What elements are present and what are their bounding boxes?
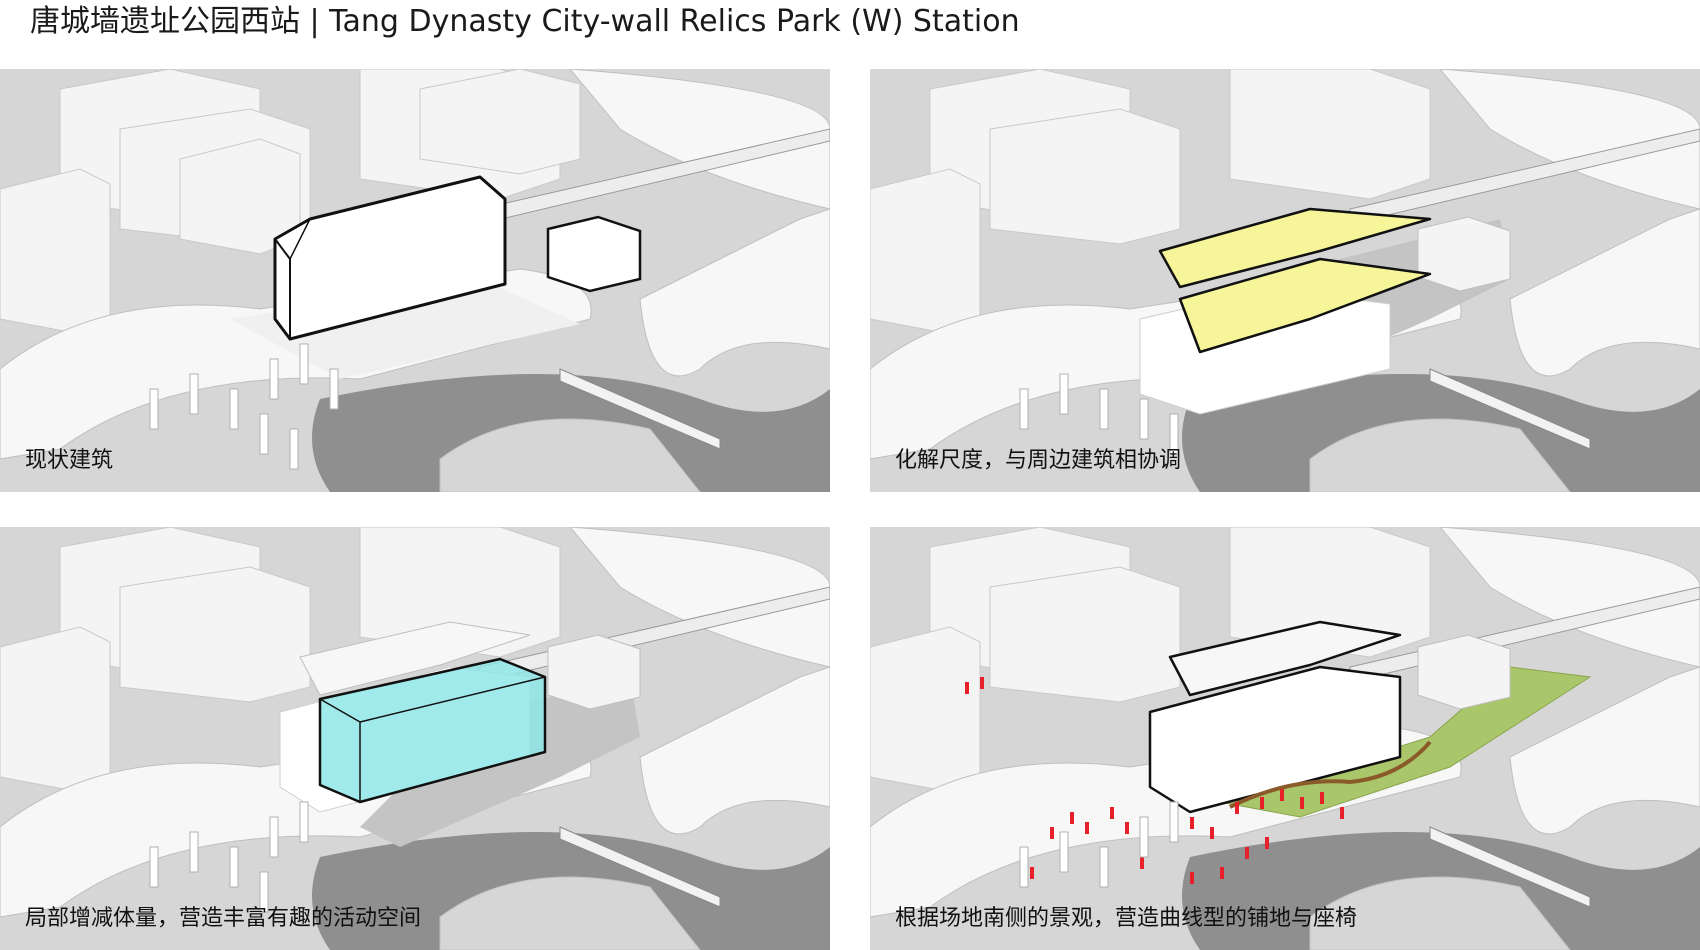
panel-caption: 根据场地南侧的景观，营造曲线型的铺地与座椅 [895,906,1358,931]
existing-building [273,175,507,341]
axonometric-scene [0,69,830,492]
diagram-panel-volume: 局部增减体量，营造丰富有趣的活动空间 [0,527,830,950]
background-buildings [0,69,581,335]
roof-highlight [1158,207,1432,354]
diagram-panel-existing: 现状建筑 [0,69,830,492]
diagram-panel-landscape: 根据场地南侧的景观，营造曲线型的铺地与座椅 [870,527,1700,950]
axonometric-scene [0,527,830,950]
panel-caption: 局部增减体量，营造丰富有趣的活动空间 [25,906,422,931]
page-title: 唐城墙遗址公园西站 | Tang Dynasty City-wall Relic… [30,4,1020,39]
axonometric-scene [870,69,1700,492]
final-building [1148,620,1402,814]
panel-caption: 化解尺度，与周边建筑相协调 [895,448,1182,473]
diagram-panel-roof: 化解尺度，与周边建筑相协调 [870,69,1700,492]
glass-volume-highlight [318,657,547,804]
axonometric-scene [870,527,1700,950]
panel-caption: 现状建筑 [25,448,114,473]
